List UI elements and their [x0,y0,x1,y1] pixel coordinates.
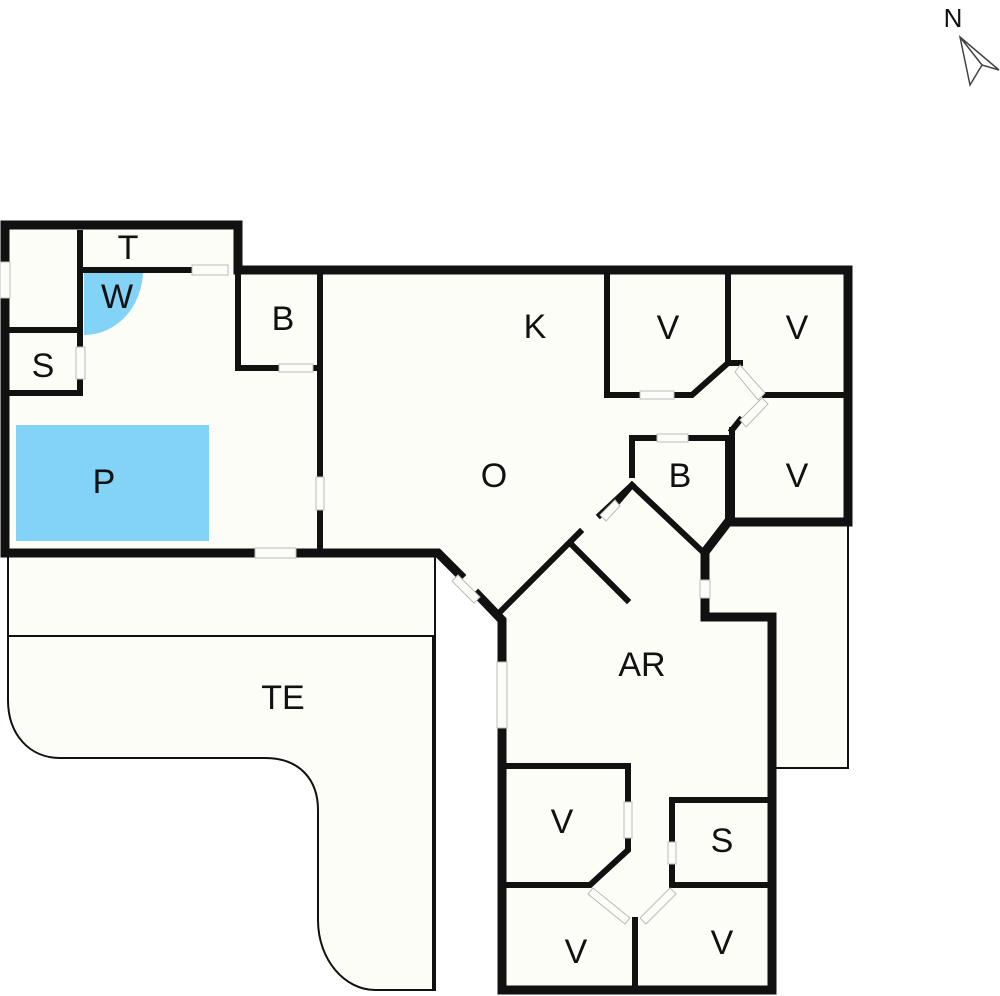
bath-label-2: B [669,457,692,495]
main-house-floor [320,270,848,990]
sauna-label-1: S [32,347,55,385]
toilet-label: T [118,229,139,267]
bedroom-label-1: V [657,309,680,347]
bath-label-1: B [272,300,295,338]
bedroom-label-3: V [786,457,809,495]
whirlpool [84,270,143,335]
north-label: N [944,3,963,33]
terrace-label: TE [261,679,304,717]
kitchen-label: K [524,308,547,346]
whirlpool-label: W [101,278,133,316]
doors [0,261,769,925]
sauna-label-2: S [711,822,734,860]
room-labels: TE P WT S B K O V V B V AR V S V V [32,229,809,971]
north-arrow: N [944,3,1000,88]
floor-areas [5,225,849,991]
walls [0,220,853,995]
pool-label: P [93,463,116,501]
terrace-inner-edge [8,635,434,990]
activity-room-label: AR [618,646,665,684]
bedroom-label-2: V [786,309,809,347]
living-label: O [481,457,507,495]
bedroom-label-4: V [551,803,574,841]
north-arrow-icon [958,35,1000,88]
bedroom-label-5: V [565,933,588,971]
terrace-floor [7,552,436,991]
pool [16,425,209,541]
bedroom-label-6: V [711,924,734,962]
